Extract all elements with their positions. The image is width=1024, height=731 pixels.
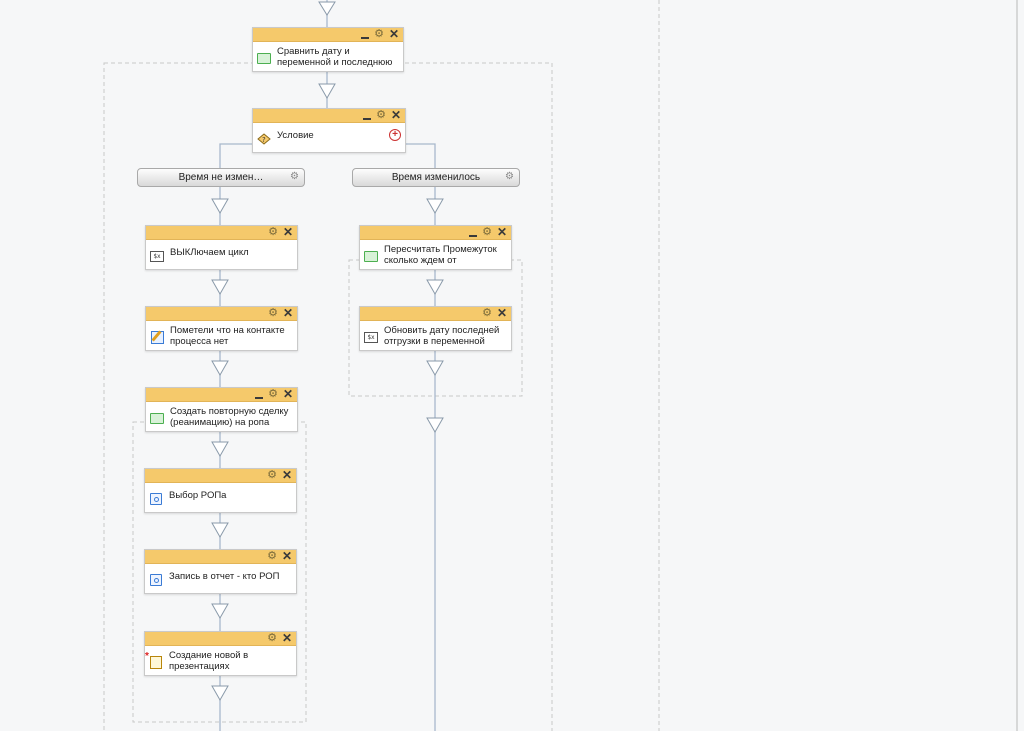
block-label: ВЫКЛючаем цикл bbox=[170, 247, 249, 258]
block-header[interactable]: ⚙ ✕ bbox=[146, 226, 297, 240]
close-icon[interactable]: ✕ bbox=[496, 225, 507, 239]
block-create-deal[interactable]: ⚙ ✕ Создать повторную сделку (реанимацию… bbox=[145, 387, 298, 432]
block-label: Обновить дату последней отгрузки в перем… bbox=[384, 325, 500, 347]
minimize-icon[interactable] bbox=[255, 397, 264, 399]
variable-icon: $x bbox=[364, 331, 378, 343]
activity-icon bbox=[150, 493, 162, 505]
close-icon[interactable]: ✕ bbox=[281, 549, 292, 563]
block-header[interactable]: ⚙ ✕ bbox=[146, 307, 297, 321]
arrow-icon bbox=[211, 279, 229, 296]
block-label: Условие bbox=[277, 130, 314, 141]
block-header[interactable]: ⚙ ✕ bbox=[360, 226, 511, 240]
arrow-icon bbox=[426, 279, 444, 296]
variable-icon: $x bbox=[150, 250, 164, 262]
branch-unchanged[interactable]: Время не измен… ⚙ bbox=[137, 168, 305, 187]
block-choose-rop[interactable]: ⚙ ✕ Выбор РОПа bbox=[144, 468, 297, 513]
arrow-icon bbox=[211, 198, 229, 215]
block-recalc[interactable]: ⚙ ✕ Пересчитать Промежуток сколько ждем … bbox=[359, 225, 512, 270]
gear-icon[interactable]: ⚙ bbox=[374, 28, 384, 40]
gear-icon[interactable]: ⚙ bbox=[290, 171, 299, 182]
subprocess-icon bbox=[257, 52, 271, 64]
block-header[interactable]: ⚙ ✕ bbox=[253, 28, 403, 42]
block-header[interactable]: ⚙ ✕ bbox=[145, 469, 296, 483]
edit-icon bbox=[150, 330, 164, 344]
minimize-icon[interactable] bbox=[363, 118, 372, 120]
block-update-date[interactable]: ⚙ ✕ $x Обновить дату последней отгрузки … bbox=[359, 306, 512, 351]
subprocess-icon bbox=[364, 250, 378, 262]
gear-icon[interactable]: ⚙ bbox=[482, 307, 492, 319]
condition-icon: ? bbox=[257, 133, 271, 145]
arrow-heads bbox=[211, 1, 444, 702]
arrow-icon bbox=[211, 685, 229, 702]
close-icon[interactable]: ✕ bbox=[390, 108, 401, 122]
subprocess-icon bbox=[150, 412, 164, 424]
minimize-icon[interactable] bbox=[361, 37, 370, 39]
block-report[interactable]: ⚙ ✕ Запись в отчет - кто РОП bbox=[144, 549, 297, 594]
block-header[interactable]: ⚙ ✕ bbox=[145, 632, 296, 646]
gear-icon[interactable]: ⚙ bbox=[267, 632, 277, 644]
gear-icon[interactable]: ⚙ bbox=[482, 226, 492, 238]
block-label: Выбор РОПа bbox=[169, 490, 227, 501]
svg-text:?: ? bbox=[262, 136, 266, 144]
arrow-icon bbox=[211, 603, 229, 620]
close-icon[interactable]: ✕ bbox=[388, 27, 399, 41]
block-condition[interactable]: ⚙ ✕ ? Условие + bbox=[252, 108, 406, 153]
minimize-icon[interactable] bbox=[469, 235, 478, 237]
block-label: Создать повторную сделку (реанимацию) на… bbox=[170, 406, 289, 428]
close-icon[interactable]: ✕ bbox=[282, 306, 293, 320]
close-icon[interactable]: ✕ bbox=[282, 225, 293, 239]
block-turn-off[interactable]: ⚙ ✕ $x ВЫКЛючаем цикл bbox=[145, 225, 298, 270]
branch-changed[interactable]: Время изменилось ⚙ bbox=[352, 168, 520, 187]
arrow-icon bbox=[318, 1, 336, 16]
block-mark[interactable]: ⚙ ✕ Пометели что на контакте процесса не… bbox=[145, 306, 298, 351]
gear-icon[interactable]: ⚙ bbox=[267, 469, 277, 481]
arrow-icon bbox=[426, 198, 444, 215]
arrow-icon bbox=[211, 522, 229, 539]
branch-label: Время не измен… bbox=[178, 172, 264, 183]
block-header[interactable]: ⚙ ✕ bbox=[146, 388, 297, 402]
block-compare[interactable]: ⚙ ✕ Сравнить дату и переменной и последн… bbox=[252, 27, 404, 72]
block-header[interactable]: ⚙ ✕ bbox=[253, 109, 405, 123]
block-label: Создание новой в презентациях bbox=[169, 650, 249, 672]
gear-icon[interactable]: ⚙ bbox=[267, 550, 277, 562]
create-record-icon bbox=[145, 651, 162, 669]
close-icon[interactable]: ✕ bbox=[281, 468, 292, 482]
gear-icon[interactable]: ⚙ bbox=[376, 109, 386, 121]
arrow-icon bbox=[211, 441, 229, 458]
arrow-icon bbox=[318, 83, 336, 100]
block-label: Сравнить дату и переменной и последнюю bbox=[277, 46, 393, 68]
gear-icon[interactable]: ⚙ bbox=[268, 307, 278, 319]
arrow-icon bbox=[211, 360, 229, 377]
close-icon[interactable]: ✕ bbox=[282, 387, 293, 401]
add-branch-icon[interactable]: + bbox=[389, 129, 401, 141]
block-label: Пересчитать Промежуток сколько ждем от bbox=[384, 244, 497, 266]
arrow-icon bbox=[426, 360, 444, 377]
close-icon[interactable]: ✕ bbox=[281, 631, 292, 645]
block-label: Пометели что на контакте процесса нет bbox=[170, 325, 285, 347]
gear-icon[interactable]: ⚙ bbox=[505, 171, 514, 182]
activity-icon bbox=[150, 574, 162, 586]
block-header[interactable]: ⚙ ✕ bbox=[360, 307, 511, 321]
close-icon[interactable]: ✕ bbox=[496, 306, 507, 320]
block-label: Запись в отчет - кто РОП bbox=[169, 571, 280, 582]
arrow-icon bbox=[426, 417, 444, 434]
block-header[interactable]: ⚙ ✕ bbox=[145, 550, 296, 564]
gear-icon[interactable]: ⚙ bbox=[268, 388, 278, 400]
block-create-new[interactable]: ⚙ ✕ Создание новой в презентациях bbox=[144, 631, 297, 676]
gear-icon[interactable]: ⚙ bbox=[268, 226, 278, 238]
branch-label: Время изменилось bbox=[391, 172, 481, 183]
